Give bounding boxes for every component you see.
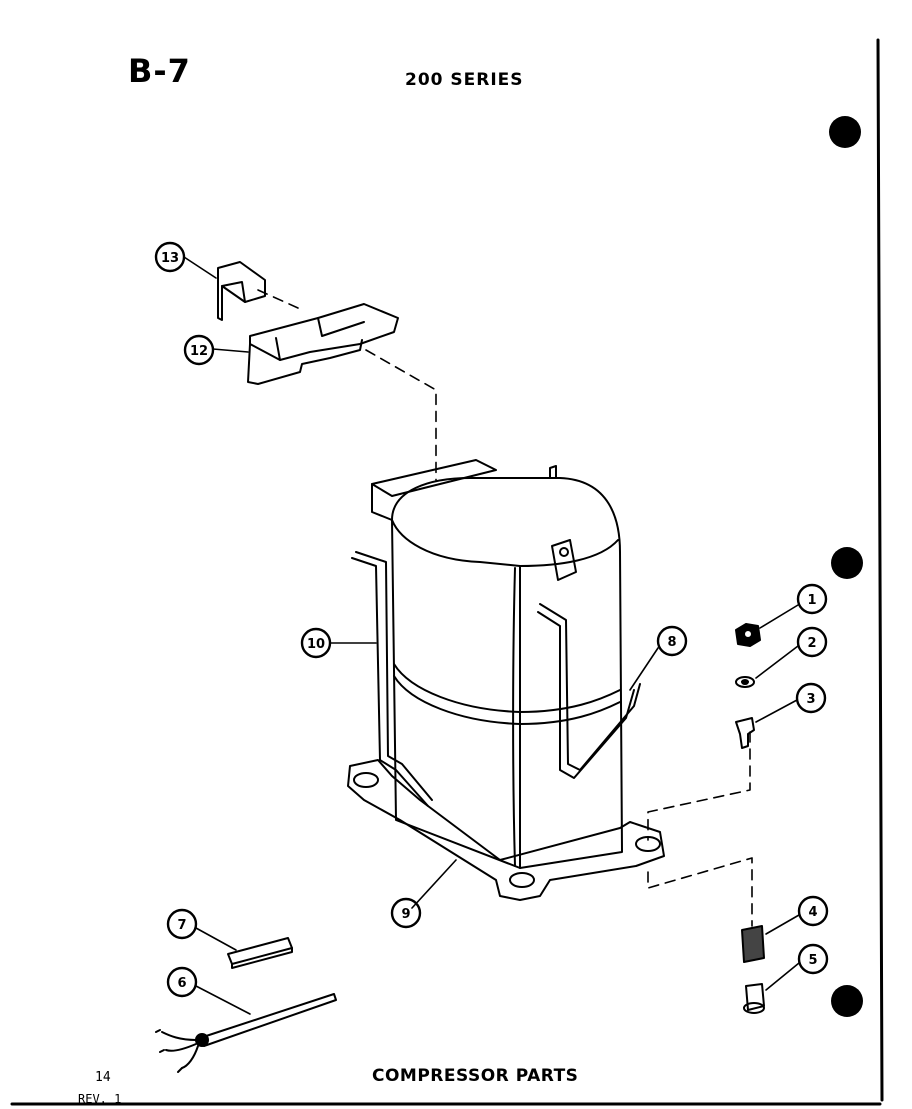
part-12-cover-shield [247, 303, 399, 385]
callout-2 [796, 626, 828, 658]
callout-4 [797, 895, 829, 927]
callout-9-label: 9 [401, 907, 410, 922]
callout-6-label: 6 [177, 976, 186, 991]
callout-3-label: 3 [806, 692, 815, 707]
callout-13-label: 13 [161, 251, 179, 266]
callout-12 [183, 334, 215, 366]
binder-hole-top [829, 116, 861, 148]
part-6-heater-assembly [155, 993, 337, 1073]
callout-5-label: 5 [808, 953, 817, 968]
binder-hole-bottom [831, 985, 863, 1017]
callout-8-label: 8 [667, 635, 676, 650]
callout-2-label: 2 [807, 636, 816, 651]
callout-circles [154, 241, 829, 998]
part-9-base-plate [347, 759, 665, 901]
revision-label: REV. 1 [78, 1092, 122, 1106]
leader-lines [183, 256, 800, 1015]
callout-10-label: 10 [307, 637, 325, 652]
callout-1 [796, 583, 828, 615]
part-4-grommet [741, 925, 765, 963]
callout-7-label: 7 [177, 918, 186, 933]
callout-10 [300, 627, 332, 659]
part-8-tube [537, 603, 641, 779]
page-number: 14 [95, 1070, 111, 1085]
diagram-code: B-7 [128, 52, 191, 90]
series-title: 200 SERIES [405, 70, 524, 90]
diagram-caption: COMPRESSOR PARTS [372, 1066, 579, 1086]
callout-13 [154, 241, 186, 273]
binder-hole-middle [831, 547, 863, 579]
part-2-washer [735, 676, 755, 688]
compressor-body [371, 459, 623, 869]
callout-7 [166, 908, 198, 940]
part-3-sleeve [735, 717, 755, 749]
part-7-clip [227, 937, 293, 969]
assembly-lines [257, 289, 753, 927]
callout-6 [166, 966, 198, 998]
callout-3 [795, 682, 827, 714]
callout-1-label: 1 [807, 593, 816, 608]
callout-8 [656, 625, 688, 657]
part-10-tube [351, 551, 433, 807]
callout-5 [797, 943, 829, 975]
callout-4-label: 4 [808, 905, 817, 920]
part-13-bracket-clip [217, 261, 266, 321]
part-5-spacer [743, 983, 765, 1014]
part-1-nut [735, 623, 761, 647]
callout-9 [390, 897, 422, 929]
right-border-line [876, 38, 884, 1102]
callout-12-label: 12 [190, 344, 208, 359]
